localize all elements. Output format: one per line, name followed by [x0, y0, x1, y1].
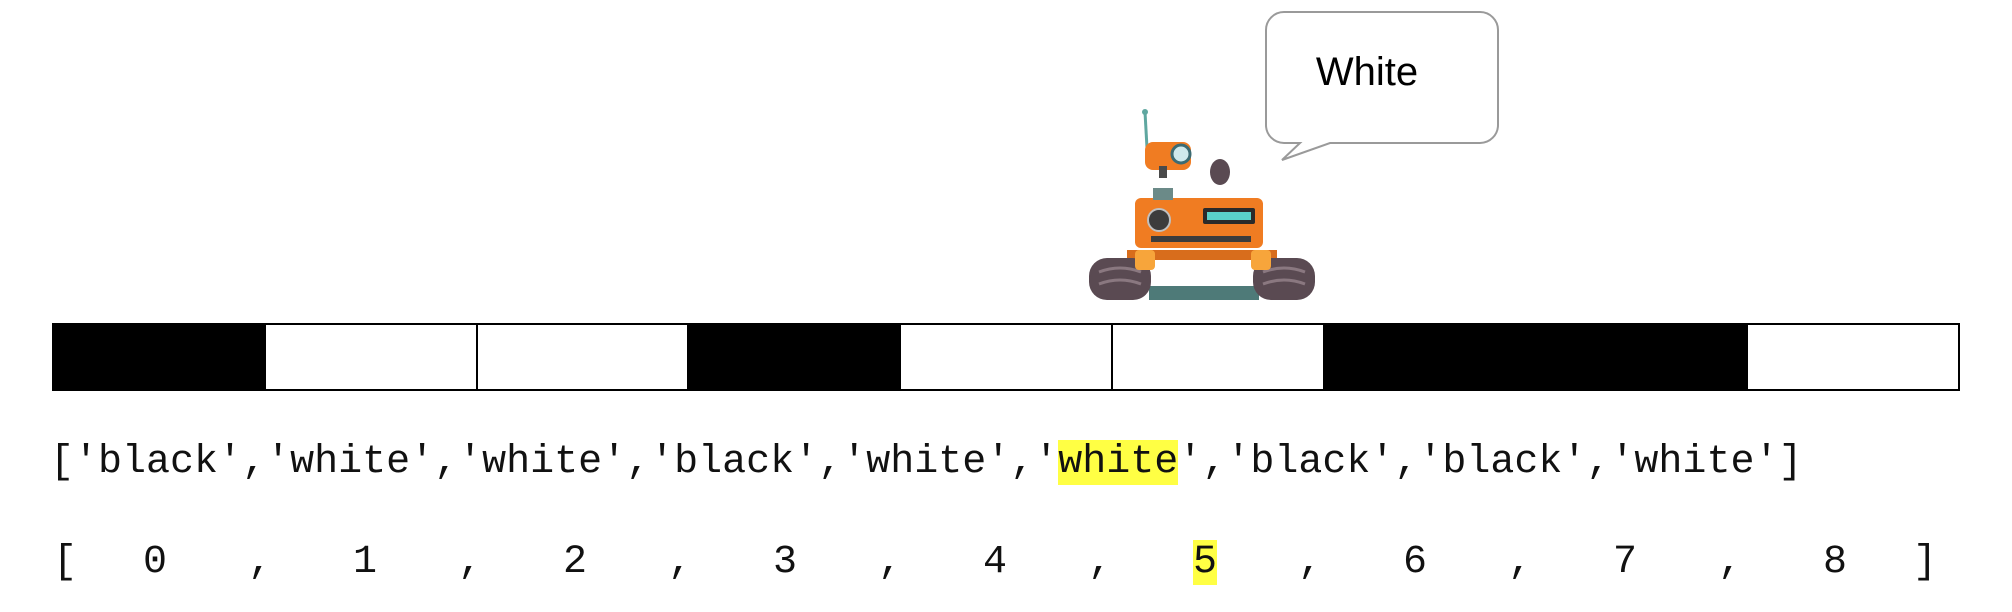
index-item-5-highlight: 5 — [1192, 539, 1217, 585]
value-item-6: 'black' — [1226, 439, 1395, 485]
value-item-7: 'black' — [1418, 439, 1587, 485]
value-separator: , — [1010, 439, 1035, 485]
strip-cell-1 — [265, 325, 478, 389]
value-item-8: 'white' — [1610, 439, 1779, 485]
index-item-1: 1 — [352, 539, 377, 585]
index-separator: , — [1507, 539, 1532, 585]
values-list: [ 'black', 'white', 'white', 'black', 'w… — [50, 432, 1960, 492]
value-item-4: 'white' — [842, 439, 1011, 485]
value-item-1: 'white' — [266, 439, 435, 485]
value-separator: , — [818, 439, 843, 485]
index-separator: , — [877, 539, 902, 585]
index-item-5: 5 — [1130, 539, 1280, 585]
value-separator: , — [1394, 439, 1419, 485]
index-separator: , — [1087, 539, 1112, 585]
value-item-3: 'black' — [650, 439, 819, 485]
index-item-7: 7 — [1612, 539, 1637, 585]
index-item-6: 6 — [1402, 539, 1427, 585]
strip-cell-8 — [1748, 325, 1961, 389]
strip-cell-7 — [1536, 325, 1749, 389]
strip-cell-5 — [1112, 325, 1325, 389]
index-item-3: 3 — [772, 539, 797, 585]
index-item-4: 4 — [982, 539, 1007, 585]
index-separator: , — [667, 539, 692, 585]
index-separator: , — [1717, 539, 1742, 585]
strip-cell-0 — [54, 325, 266, 389]
index-separator: , — [457, 539, 482, 585]
values-open-bracket: [ — [50, 439, 75, 485]
value-item-5-highlight: white — [1058, 439, 1179, 485]
value-item-2: 'white' — [458, 439, 627, 485]
value-separator: , — [434, 439, 459, 485]
indices-close-bracket: ] — [1912, 539, 1937, 585]
index-item-8: 8 — [1822, 539, 1847, 585]
speech-bubble-icon — [1265, 11, 1499, 161]
index-item-0: 0 — [142, 539, 167, 585]
strip-cell-3 — [689, 325, 902, 389]
values-close-bracket: ] — [1778, 439, 1803, 485]
strip-cell-4 — [901, 325, 1113, 389]
value-item-5: 'white' — [1034, 439, 1203, 485]
value-separator: , — [242, 439, 267, 485]
index-separator: , — [247, 539, 272, 585]
indices-list: [ 0 , 1 , 2 , 3 , 4 , 5 , 6 , 7 , 8 ] — [50, 532, 1960, 592]
strip-cell-6 — [1324, 325, 1537, 389]
strip-cell-2 — [477, 325, 690, 389]
speech-bubble-text: White — [1315, 50, 1419, 94]
index-separator: , — [1297, 539, 1322, 585]
value-separator: , — [1202, 439, 1227, 485]
robot-rover-icon — [1089, 109, 1315, 300]
value-item-0: 'black' — [74, 439, 243, 485]
color-strip — [52, 323, 1961, 391]
index-item-2: 2 — [562, 539, 587, 585]
value-separator: , — [626, 439, 651, 485]
value-separator: , — [1586, 439, 1611, 485]
indices-open-bracket: [ — [52, 539, 77, 585]
